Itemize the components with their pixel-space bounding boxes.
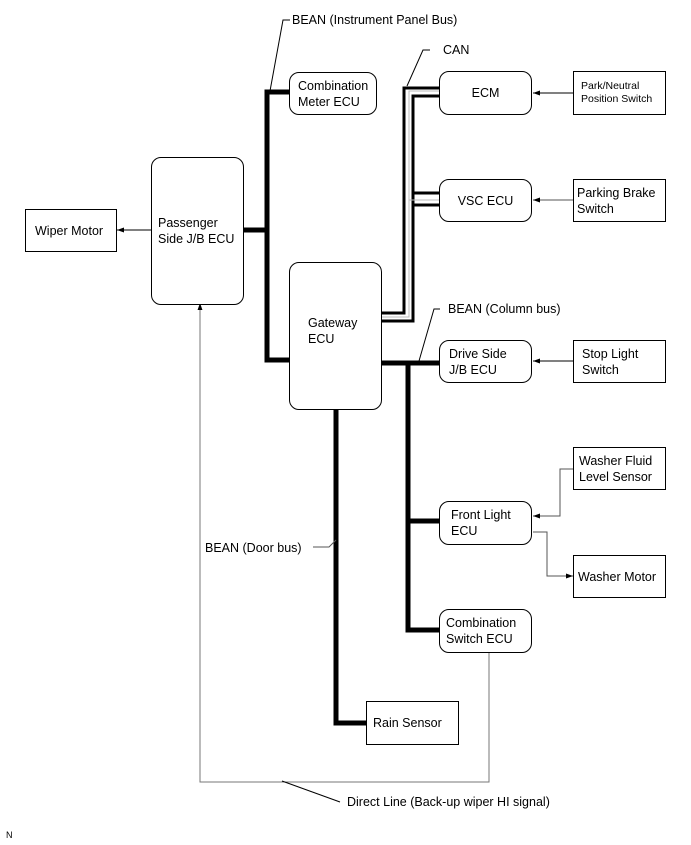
passenger-side-jb-ecu-box: Passenger Side J/B ECU [151,157,244,305]
combination-switch-ecu-box: Combination Switch ECU [439,609,532,653]
combination-meter-ecu-box: Combination Meter ECU [289,72,377,115]
bean-instrument-leader [269,19,290,92]
gateway-line1: Gateway [308,316,358,330]
wiper-motor-label: Wiper Motor [35,223,104,238]
combination-switch-line2: Switch ECU [446,632,513,646]
passenger-jb-line1: Passenger [158,216,218,230]
parking-brake-line2: Switch [577,201,614,216]
can-label: CAN [443,43,470,57]
bean-column-bus-label: BEAN (Column bus) [448,302,561,316]
bean-door-bus-label: BEAN (Door bus) [205,541,302,555]
rain-sensor-label: Rain Sensor [373,716,442,730]
bean-door-bus [333,408,366,726]
drive-side-line2: J/B ECU [449,362,497,377]
park-neutral-switch-box: Park/Neutral Position Switch [573,71,666,115]
front-light-line1: Front Light [451,508,511,522]
bean-instrument-panel-bus-label: BEAN (Instrument Panel Bus) [292,13,458,27]
drive-side-jb-ecu-box: Drive Side J/B ECU [439,340,532,383]
can-bus [381,86,440,323]
bean-column-bus [381,360,440,633]
ecm-box: ECM [439,71,532,115]
direct-line-label: Direct Line (Back-up wiper HI signal) [347,795,550,809]
direct-line [197,303,490,783]
washer-fluid-line2: Level Sensor [579,469,652,484]
passenger-jb-line2: Side J/B ECU [158,232,235,246]
drive-side-line1: Drive Side [449,346,507,361]
washer-fluid-line1: Washer Fluid [579,453,653,468]
washer-motor-arrow [533,531,573,579]
corner-mark: N [6,830,13,840]
rain-sensor-box: Rain Sensor [366,701,459,745]
washer-motor-box: Washer Motor [573,555,666,598]
combination-switch-line1: Combination [446,616,517,630]
combination-meter-line2: Meter ECU [298,94,360,109]
can-leader [406,49,430,87]
ecm-label: ECM [471,86,500,100]
parking-brake-line1: Parking Brake [577,185,656,200]
vsc-ecu-box: VSC ECU [439,179,532,222]
wiper-motor-box: Wiper Motor [25,209,117,252]
washer-fluid-arrow [533,468,573,519]
front-light-ecu-box: Front Light ECU [439,501,532,545]
stop-light-line1: Stop Light [582,346,639,361]
direct-line-leader [281,780,341,803]
stop-light-line2: Switch [582,362,619,377]
stop-light-switch-box: Stop Light Switch [573,340,666,383]
washer-fluid-level-sensor-box: Washer Fluid Level Sensor [573,447,666,490]
park-neutral-line2: Position Switch [581,93,653,105]
gateway-line2: ECU [308,332,335,346]
bean-instrument-panel-bus [243,89,290,363]
washer-motor-label: Washer Motor [578,569,657,584]
gateway-ecu-box: Gateway ECU [289,262,382,410]
front-light-line2: ECU [451,524,478,538]
parking-brake-switch-box: Parking Brake Switch [573,179,666,222]
park-neutral-line1: Park/Neutral [581,80,640,92]
vsc-ecu-label: VSC ECU [457,193,514,208]
bean-column-leader [418,308,440,362]
bean-door-leader [313,539,337,548]
combination-meter-line1: Combination [298,78,369,93]
